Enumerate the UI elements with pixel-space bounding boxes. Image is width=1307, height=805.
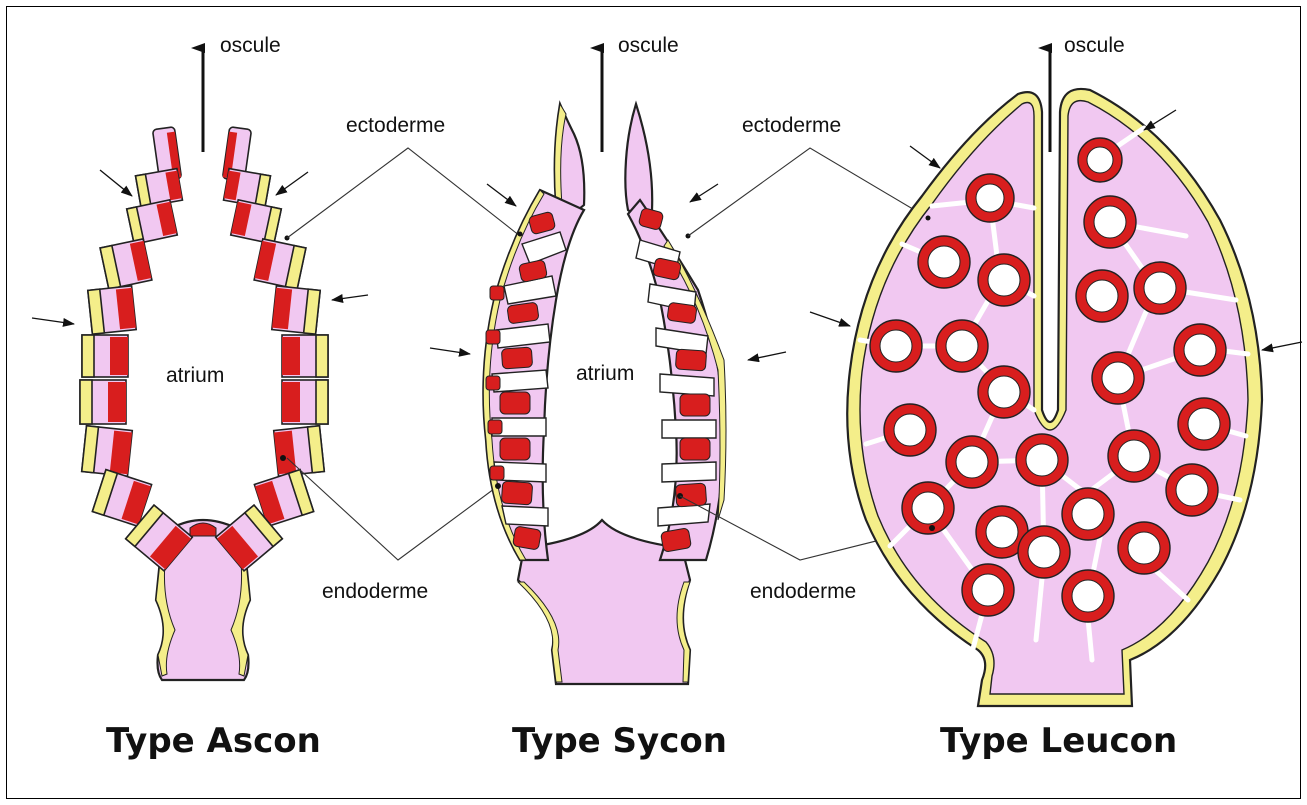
endoderm-label-left: endoderme bbox=[322, 580, 428, 603]
sycon-oscule-label: oscule bbox=[618, 34, 679, 57]
sycon-right-lip bbox=[625, 104, 652, 215]
ascon-inflow-arrow bbox=[276, 172, 308, 195]
sycon-title: Type Sycon bbox=[512, 721, 727, 761]
leucon-inflow-arrow bbox=[810, 312, 850, 326]
ascon-oscule-label: oscule bbox=[220, 34, 281, 57]
sycon-inflow-arrow bbox=[487, 184, 516, 206]
sycon-left-wall bbox=[483, 190, 584, 560]
ectoderm-label-left: ectoderme bbox=[346, 114, 445, 137]
sycon-inflow-arrow bbox=[748, 352, 786, 360]
sycon-inflow-arrow bbox=[690, 184, 718, 202]
ascon-atrium-label: atrium bbox=[166, 364, 224, 387]
ascon-title: Type Ascon bbox=[106, 721, 321, 761]
sycon-inflow-arrow bbox=[430, 348, 470, 354]
ascon-right-wall bbox=[216, 127, 328, 571]
ascon-inflow-arrow bbox=[100, 170, 132, 196]
leucon-inflow-arrow bbox=[1262, 342, 1302, 350]
leucon-diagram: oscule Type Leucon bbox=[810, 34, 1302, 761]
ectoderm-label-right: ectoderme bbox=[742, 114, 841, 137]
leucon-oscule-label: oscule bbox=[1064, 34, 1125, 57]
ascon-inflow-arrow bbox=[32, 318, 74, 324]
endoderm-label-right: endoderme bbox=[750, 580, 856, 603]
ascon-diagram: oscule atrium Type Ascon bbox=[32, 34, 520, 761]
ascon-left-wall bbox=[80, 127, 192, 571]
ascon-inflow-arrow bbox=[332, 295, 368, 300]
leucon-inflow-arrow bbox=[1144, 110, 1176, 130]
sycon-atrium-label: atrium bbox=[576, 362, 634, 385]
leucon-title: Type Leucon bbox=[940, 721, 1177, 761]
sycon-right-wall bbox=[628, 200, 726, 560]
leucon-inflow-arrow bbox=[910, 146, 940, 168]
